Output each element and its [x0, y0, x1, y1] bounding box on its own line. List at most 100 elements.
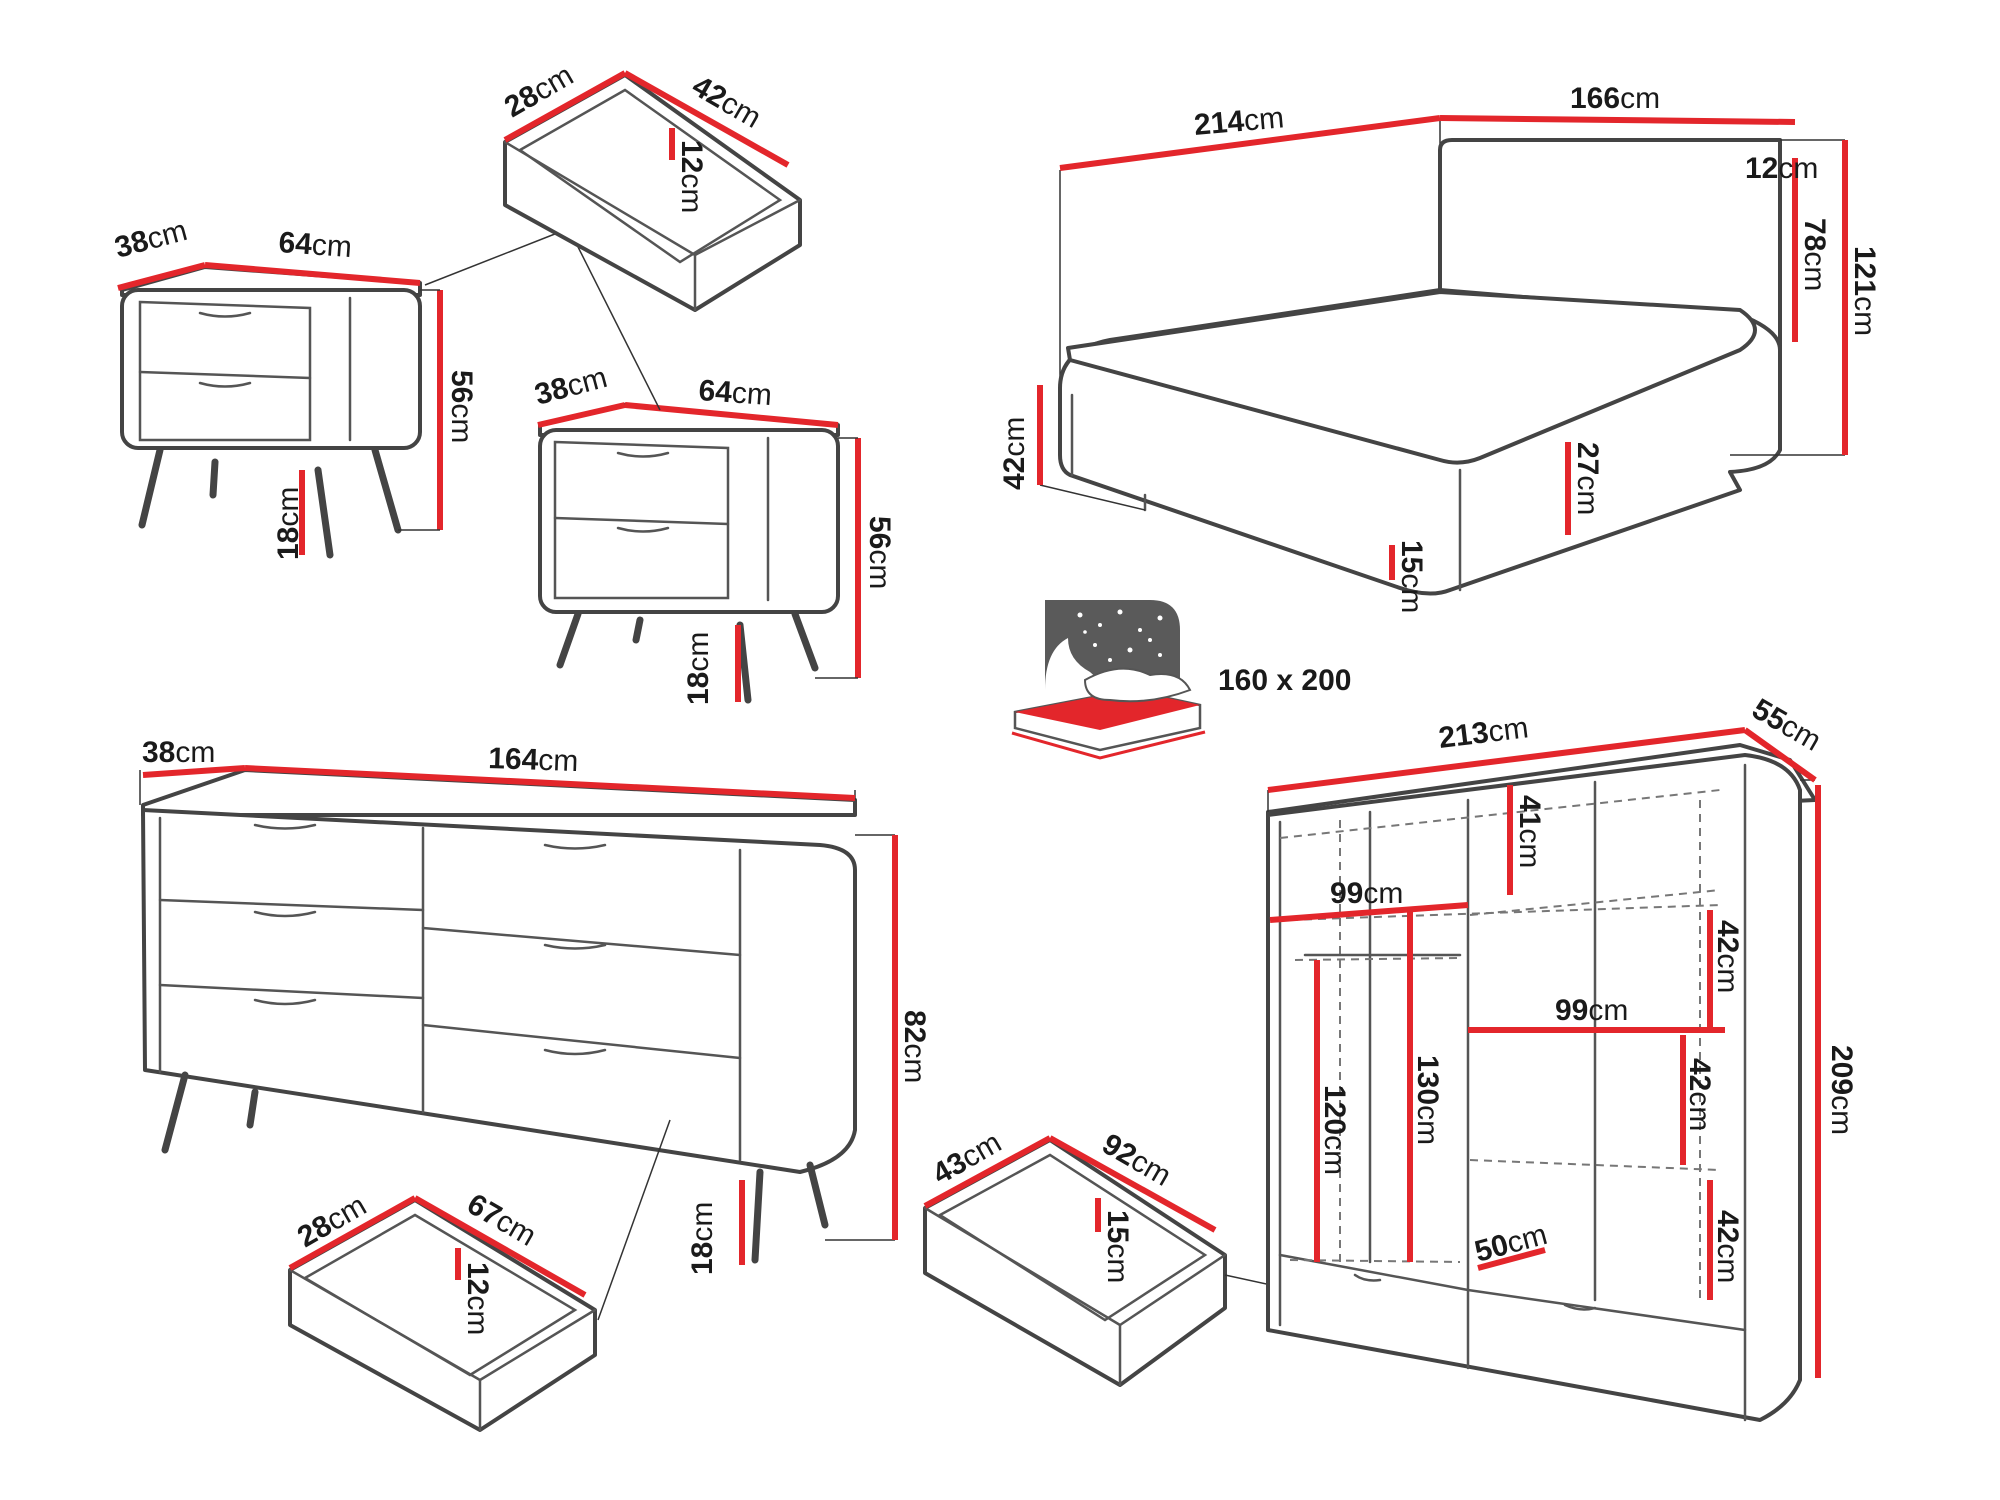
wardrobe-drawer: 43cm 92cm 15cm [923, 1126, 1341, 1387]
nightstand-right: 38cm 64cm 56cm 18cm [531, 361, 896, 705]
dresser-depth-value: 38 [142, 736, 175, 769]
dresser: 38cm 164cm 82cm 18cm [139, 736, 931, 1275]
wardrobe-shelf-1-unit: cm [1711, 953, 1744, 993]
wardrobe-shelf-width-right-unit: cm [1588, 994, 1628, 1027]
nightstand-drawer: 28cm 42cm 12cm [499, 59, 802, 312]
wardrobe-top-shelf-unit: cm [1513, 828, 1546, 868]
wardrobe-shelf-width-left-value: 99 [1330, 877, 1363, 910]
wardrobe-drawer-height-unit: cm [1101, 1243, 1134, 1283]
bed: 214cm 166cm 12cm 78cm 121cm 42cm 27cm 15… [998, 82, 1881, 613]
svg-text:42cm: 42cm [687, 69, 767, 134]
dresser-drawer-callout [597, 1119, 671, 1321]
svg-text:18cm: 18cm [682, 632, 715, 705]
nightstand-left-width-unit: cm [311, 228, 353, 264]
wardrobe-height-value: 209 [1825, 1045, 1858, 1095]
dresser-drawer-height-value: 12 [461, 1262, 494, 1295]
svg-text:38cm: 38cm [142, 736, 215, 769]
bed-base-height-value: 42 [998, 457, 1031, 490]
nightstand-right-depth-unit: cm [564, 361, 611, 403]
svg-text:214cm: 214cm [1193, 101, 1286, 142]
wardrobe-height-unit: cm [1825, 1095, 1858, 1135]
bed-clearance-unit: cm [1395, 573, 1428, 613]
wardrobe-hang-middle-unit: cm [1411, 1105, 1444, 1145]
dresser-drawer-height-unit: cm [461, 1295, 494, 1335]
wardrobe-shelf-width-right-value: 99 [1555, 994, 1588, 1027]
bed-length-unit: cm [1243, 101, 1286, 137]
bed-total-height-value: 121 [1848, 246, 1881, 296]
svg-text:12cm: 12cm [675, 140, 708, 213]
nightstand-drawer-height-unit: cm [675, 173, 708, 213]
bed-headboard-height-unit: cm [1798, 251, 1831, 291]
mattress-size-label: 160 x 200 [1218, 664, 1351, 697]
wardrobe-shelf-width-left-unit: cm [1363, 877, 1403, 910]
svg-text:64cm: 64cm [698, 374, 773, 412]
nightstand-left-height-unit: cm [445, 403, 478, 443]
bed-length-value: 214 [1193, 105, 1246, 142]
svg-text:42cm: 42cm [1711, 1210, 1744, 1283]
svg-text:15cm: 15cm [1395, 540, 1428, 613]
dresser-width-unit: cm [538, 744, 579, 778]
bed-headboard-thickness-value: 12 [1745, 152, 1778, 185]
svg-text:27cm: 27cm [1571, 442, 1604, 515]
nightstand-left-leg-value: 18 [272, 527, 305, 560]
bed-headboard-height-value: 78 [1798, 218, 1831, 251]
dresser-height-unit: cm [898, 1043, 931, 1083]
svg-text:99cm: 99cm [1555, 994, 1628, 1027]
dresser-width-value: 164 [488, 742, 539, 777]
svg-text:64cm: 64cm [278, 226, 353, 264]
star-dots-icon [1077, 598, 1172, 662]
svg-text:209cm: 209cm [1825, 1045, 1858, 1135]
wardrobe-shelf-2-value: 42 [1683, 1058, 1716, 1091]
bed-width-unit: cm [1620, 82, 1660, 115]
bed-frame-height-unit: cm [1571, 475, 1604, 515]
svg-text:82cm: 82cm [898, 1010, 931, 1083]
wardrobe-shelf-3-unit: cm [1711, 1243, 1744, 1283]
nightstand-right-width-value: 64 [698, 374, 734, 409]
dresser-height-value: 82 [898, 1010, 931, 1043]
nightstand-right-leg-value: 18 [682, 672, 715, 705]
nightstand-right-leg-unit: cm [682, 632, 715, 672]
svg-text:42cm: 42cm [998, 417, 1031, 490]
svg-text:18cm: 18cm [686, 1202, 719, 1275]
dresser-leg-unit: cm [686, 1202, 719, 1242]
nightstand-left-leg-unit: cm [272, 487, 305, 527]
svg-text:18cm: 18cm [272, 487, 305, 560]
nightstand-right-width-unit: cm [731, 376, 773, 412]
svg-text:56cm: 56cm [445, 370, 478, 443]
svg-text:12cm: 12cm [461, 1262, 494, 1335]
wardrobe-drawer-height-value: 15 [1101, 1210, 1134, 1243]
svg-text:56cm: 56cm [863, 516, 896, 589]
nightstand-drawer-height-value: 12 [675, 140, 708, 173]
svg-text:15cm: 15cm [1101, 1210, 1134, 1283]
nightstand-right-height-value: 56 [863, 516, 896, 549]
bed-base-height-unit: cm [998, 417, 1031, 457]
wardrobe-width-unit: cm [1487, 711, 1531, 749]
svg-text:130cm: 130cm [1411, 1055, 1444, 1145]
bed-width-value: 166 [1570, 82, 1620, 115]
svg-text:78cm: 78cm [1798, 218, 1831, 291]
svg-text:42cm: 42cm [1711, 920, 1744, 993]
svg-text:166cm: 166cm [1570, 82, 1660, 115]
nightstand-left-depth-unit: cm [144, 214, 191, 256]
nightstand-right-height-unit: cm [863, 549, 896, 589]
wardrobe-top-shelf-value: 41 [1513, 795, 1546, 828]
wardrobe-shelf-2-unit: cm [1683, 1091, 1716, 1131]
dresser-drawer: 28cm 67cm 12cm [288, 1187, 597, 1432]
bed-frame-height-value: 27 [1571, 442, 1604, 475]
bed-headboard-thickness-unit: cm [1778, 152, 1818, 185]
wardrobe-hang-middle-value: 130 [1411, 1055, 1444, 1105]
bed-total-height-unit: cm [1848, 296, 1881, 336]
mattress-icon: 160 x 200 [1011, 598, 1351, 760]
svg-text:50cm: 50cm [1471, 1218, 1550, 1269]
svg-text:38cm: 38cm [531, 361, 610, 412]
nightstand-left-height-value: 56 [445, 370, 478, 403]
svg-text:42cm: 42cm [1683, 1058, 1716, 1131]
nightstand-left: 38cm 64cm 56cm 18cm [111, 214, 478, 560]
nightstand-left-width-value: 64 [278, 226, 314, 261]
dresser-depth-unit: cm [175, 736, 215, 769]
svg-text:164cm: 164cm [488, 742, 579, 778]
wardrobe-width-value: 213 [1437, 716, 1491, 755]
nightstand-drawer-callout [424, 229, 661, 411]
svg-text:121cm: 121cm [1848, 246, 1881, 336]
